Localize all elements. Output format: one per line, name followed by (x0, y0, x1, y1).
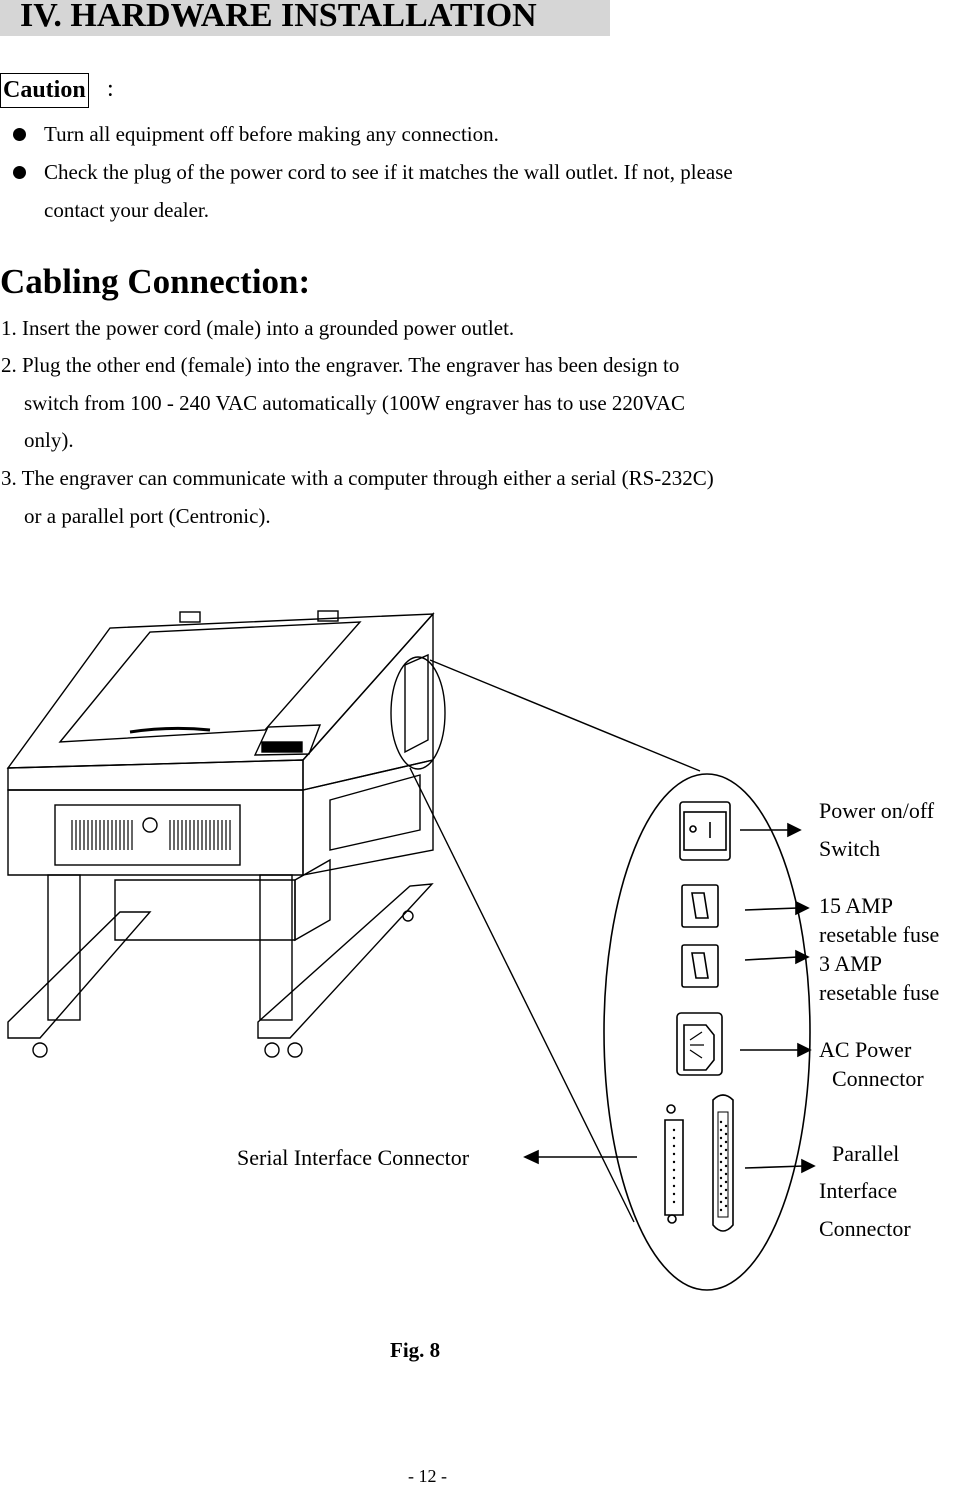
caution-item-continued: contact your dealer. (44, 198, 210, 222)
label-fuse-3amp: resetable fuse (819, 980, 940, 1005)
label-serial-connector: Serial Interface Connector (237, 1145, 470, 1170)
rear-panel-components (664, 801, 734, 1232)
detail-ellipse (603, 773, 811, 1291)
label-fuse-3amp: 3 AMP (819, 951, 882, 976)
caution-item: Check the plug of the power cord to see … (44, 160, 733, 184)
cabling-heading: Cabling Connection: (0, 262, 311, 301)
label-parallel-connector: Interface (819, 1178, 898, 1203)
caution-label: Caution (0, 73, 89, 108)
engraver-figure (6, 610, 816, 1291)
cabling-step: 2. Plug the other end (female) into the … (1, 353, 680, 377)
cabling-step-continued: only). (24, 428, 74, 452)
label-ac-power: AC Power (819, 1037, 912, 1062)
label-ac-power: Connector (832, 1066, 924, 1091)
label-power-switch: Switch (819, 836, 881, 861)
bullet-dot-icon (13, 166, 26, 179)
label-fuse-15amp: resetable fuse (819, 922, 940, 947)
cabling-step-continued: switch from 100 - 240 VAC automatically … (24, 391, 686, 415)
callout-arrows (523, 822, 816, 1174)
label-fuse-15amp: 15 AMP (819, 893, 893, 918)
connector-pins (672, 1120, 728, 1212)
cabling-step-continued: or a parallel port (Centronic). (24, 504, 271, 528)
label-parallel-connector: Parallel (832, 1141, 900, 1166)
cabling-step: 1. Insert the power cord (male) into a g… (1, 316, 515, 340)
label-parallel-connector: Connector (819, 1216, 911, 1241)
section-title: IV. HARDWARE INSTALLATION (0, 0, 610, 36)
bullet-dot-icon (13, 128, 26, 141)
figure-caption: Fig. 8 (390, 1338, 441, 1362)
caution-item: Turn all equipment off before making any… (44, 122, 499, 146)
zoom-lines (409, 659, 701, 1223)
engraver-machine-illustration (6, 610, 446, 1058)
cabling-step: 3. The engraver can communicate with a c… (1, 466, 714, 490)
label-power-switch: Power on/off (819, 798, 935, 823)
caution-colon: : (107, 76, 114, 102)
page-number: - 12 - (408, 1466, 447, 1486)
